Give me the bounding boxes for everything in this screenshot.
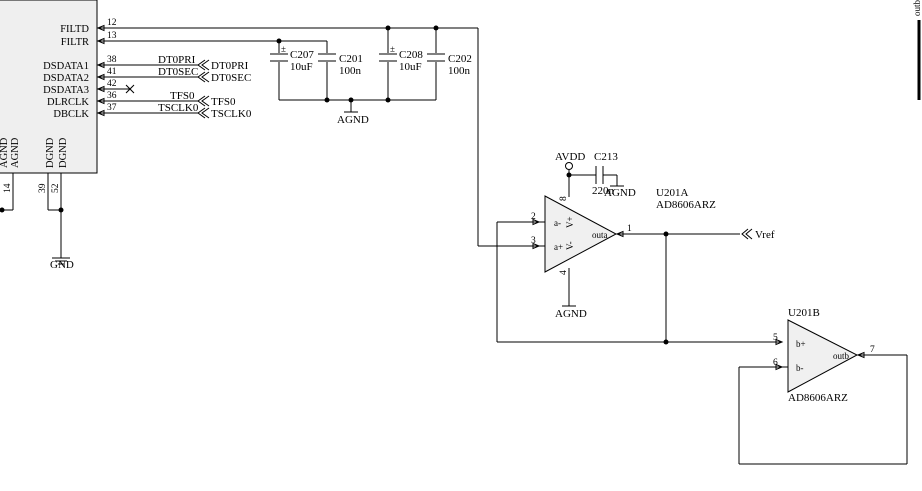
u201a-pin-num-4: 4 bbox=[559, 270, 569, 275]
net-label-dt0sec: DT0SEC bbox=[158, 66, 198, 78]
junction-dgnd bbox=[58, 207, 64, 213]
avdd-label: AVDD bbox=[555, 151, 585, 163]
junction-feedback bbox=[663, 339, 669, 345]
u201a-pin-a-plus: a+ bbox=[554, 242, 563, 252]
pin-name-dgnd-1: DGND bbox=[45, 137, 56, 168]
port-tsclk0[interactable]: TSCLK0 bbox=[211, 108, 252, 120]
u201b-pin-num-5: 5 bbox=[773, 333, 778, 343]
pin-name-dsdata2: DSDATA2 bbox=[43, 73, 89, 84]
u201a-pin-outa: outa bbox=[592, 230, 608, 240]
pin-num-41: 41 bbox=[107, 67, 117, 77]
pin-num-42: 42 bbox=[107, 79, 117, 89]
cap-val-c201: 100n bbox=[339, 65, 362, 77]
agnd-label-opamp: AGND bbox=[555, 308, 587, 320]
cap-c202[interactable] bbox=[427, 53, 445, 62]
cap-bank-junctions bbox=[276, 25, 439, 103]
u201a-wiring bbox=[496, 218, 782, 343]
pin-name-agnd-2: AGND bbox=[10, 137, 21, 168]
cap-ref-c213: C213 bbox=[594, 151, 618, 163]
port-tfs0[interactable]: TFS0 bbox=[211, 96, 236, 108]
cap-val-c207: 10uF bbox=[290, 61, 313, 73]
u201a-pin-vplus: V+ bbox=[565, 216, 575, 228]
u201a-pin-a-minus: a- bbox=[554, 218, 561, 228]
net-label-tfs0: TFS0 bbox=[170, 90, 195, 102]
corner-label-outb: outb bbox=[912, 0, 922, 16]
u201b-pin-num-7: 7 bbox=[870, 345, 875, 355]
cap-ref-c208: C208 bbox=[399, 49, 423, 61]
cap-ref-c207: C207 bbox=[290, 49, 314, 61]
polarity-plus-icon: ± bbox=[390, 44, 395, 54]
pin-name-filtr: FILTR bbox=[61, 37, 89, 48]
avdd-c213-wiring bbox=[562, 162, 624, 307]
u201b-pin-outb: outb bbox=[833, 351, 850, 361]
pin-name-dsdata3: DSDATA3 bbox=[43, 85, 89, 96]
pin-num-52: 52 bbox=[51, 183, 61, 193]
pin-num-38: 38 bbox=[107, 55, 117, 65]
opamp-u201a[interactable] bbox=[544, 195, 618, 273]
agnd-label-c213: AGND bbox=[604, 187, 636, 199]
junction-vref bbox=[663, 231, 669, 237]
cap-ref-c202: C202 bbox=[448, 53, 472, 65]
u201a-pin-num-3: 3 bbox=[531, 236, 536, 246]
junction-avdd bbox=[566, 172, 572, 178]
pin-name-dgnd-2: DGND bbox=[58, 137, 69, 168]
u201a-pin-num-1: 1 bbox=[627, 224, 632, 234]
junction-agnd bbox=[0, 207, 5, 213]
u201a-part: AD8606ARZ bbox=[656, 199, 716, 211]
opamp-u201b[interactable] bbox=[787, 319, 859, 393]
cap-c201[interactable] bbox=[318, 53, 336, 62]
u201a-ref: U201A bbox=[656, 187, 688, 199]
net-label-tsclk0: TSCLK0 bbox=[158, 102, 199, 114]
u201b-pin-b-plus: b+ bbox=[796, 339, 806, 349]
pin-num-39: 39 bbox=[38, 183, 48, 193]
port-dt0pri[interactable]: DT0PRI bbox=[211, 60, 249, 72]
port-chevrons bbox=[197, 59, 210, 119]
pin-num-13: 13 bbox=[107, 31, 117, 41]
gnd-label: GND bbox=[50, 259, 74, 271]
cap-bank-wiring bbox=[278, 27, 545, 247]
net-label-dt0pri: DT0PRI bbox=[158, 54, 196, 66]
u201b-part: AD8606ARZ bbox=[788, 392, 848, 404]
cap-c207[interactable]: ± bbox=[270, 44, 288, 62]
cap-val-c208: 10uF bbox=[399, 61, 422, 73]
ic-pin-stubs bbox=[96, 24, 388, 117]
cap-val-c202: 100n bbox=[448, 65, 471, 77]
pin-name-dlrclk: DLRCLK bbox=[47, 97, 89, 108]
pin-name-filtd: FILTD bbox=[60, 24, 89, 35]
agnd-label-capbank: AGND bbox=[337, 114, 369, 126]
pin-name-dbclk: DBCLK bbox=[53, 109, 89, 120]
pin-num-37: 37 bbox=[107, 103, 117, 113]
u201a-pin-num-8: 8 bbox=[559, 196, 569, 201]
cap-ref-c201: C201 bbox=[339, 53, 363, 65]
u201b-wiring bbox=[738, 338, 908, 465]
pin-num-36: 36 bbox=[107, 91, 117, 101]
cap-val-c213: 220n bbox=[592, 185, 615, 197]
u201b-pin-b-minus: b- bbox=[796, 363, 804, 373]
u201a-pin-num-2: 2 bbox=[531, 212, 536, 222]
pin-num-12: 12 bbox=[107, 18, 117, 28]
pin-name-dsdata1: DSDATA1 bbox=[43, 61, 89, 72]
port-vref[interactable]: Vref bbox=[755, 229, 775, 241]
port-dt0sec[interactable]: DT0SEC bbox=[211, 72, 251, 84]
pin-num-14: 14 bbox=[3, 183, 13, 193]
pin-name-agnd-1: AGND bbox=[0, 137, 10, 168]
u201b-pin-num-6: 6 bbox=[773, 358, 778, 368]
u201b-ref: U201B bbox=[788, 307, 820, 319]
u201a-pin-vminus: V- bbox=[565, 241, 575, 250]
polarity-plus-icon: ± bbox=[281, 44, 286, 54]
cap-c208[interactable]: ± bbox=[379, 44, 397, 62]
